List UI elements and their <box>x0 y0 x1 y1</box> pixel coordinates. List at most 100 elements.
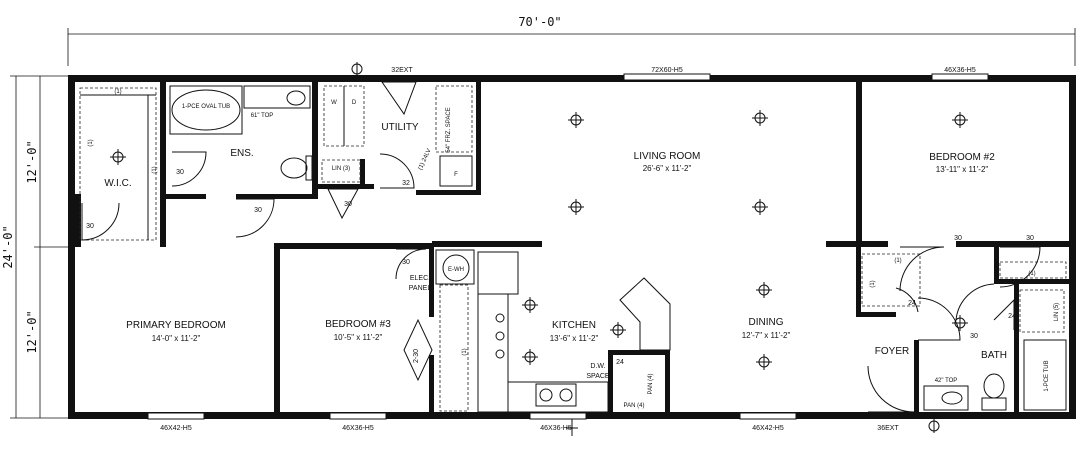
window-label-bottom-2: 46X36-H5 <box>342 425 374 432</box>
bedroom2-size: 13'-11" x 11'-2" <box>936 165 989 174</box>
kitchen-size: 13'-6" x 11'-2" <box>550 334 599 343</box>
window-label-bottom-3: 46X36-H5 <box>540 425 572 432</box>
window-label-bottom-1: 46X42-H5 <box>160 425 192 432</box>
light-icon <box>522 297 538 313</box>
shelf-label-wic-left: (1) <box>88 139 94 146</box>
door-label-closet-24: 24 <box>908 300 916 307</box>
exterior-door-bottom-label: 36EXT <box>877 425 899 432</box>
light-icon <box>952 112 968 128</box>
water-heater-label: E-WH <box>448 267 464 273</box>
light-icon <box>752 199 768 215</box>
oval-tub-label: 1-PCE OVAL TUB <box>182 104 230 110</box>
door-swings <box>81 81 1041 413</box>
closet-shelves: (1) (1) (1) (1) (1) (1) (1) LIN (5) LIN … <box>79 87 1067 412</box>
window-bottom-2 <box>329 412 387 420</box>
light-icon <box>610 322 626 338</box>
bath-fixtures: 1-PCE TUB 42" TOP <box>923 339 1067 411</box>
utility-label: UTILITY <box>381 122 419 133</box>
ceiling-lights <box>110 110 968 370</box>
light-icon <box>568 199 584 215</box>
windows: 72X60-H5 46X36-H5 46X42-H5 46X36-H5 46X3… <box>147 67 989 432</box>
hose-bib-icon <box>566 419 578 436</box>
living-room-size: 26'-6" x 11'-2" <box>643 164 692 173</box>
dining-name: DINING <box>749 317 784 328</box>
half-depth-bottom: 12'-0" <box>25 310 39 353</box>
dryer-label: D <box>352 100 357 106</box>
door-label-wic: 30 <box>86 223 94 230</box>
door-label-utility: 32 <box>402 180 410 187</box>
door-label-bed3: 30 <box>402 259 410 266</box>
window-bottom-4 <box>739 412 797 420</box>
door-label-lin-24: 24 <box>1008 313 1016 320</box>
light-icon <box>756 354 772 370</box>
furnace-label: F <box>454 172 458 178</box>
bath-vanity-top: 42" TOP <box>935 378 958 384</box>
shelf-label-bath-closet: (1) <box>1028 271 1035 277</box>
window-top-center <box>623 73 711 81</box>
shelf-label-bed2-closet: (1) <box>894 258 901 264</box>
light-icon <box>752 110 768 126</box>
door-label-bed2-closet: 30 <box>1026 235 1034 242</box>
light-icon <box>952 315 968 331</box>
door-label-lin: 30 <box>344 201 352 208</box>
dishwasher-line2: SPACE <box>586 373 610 380</box>
kitchen-cabinets: D.W. SPACE PAN (4) PAN (4) <box>477 251 671 413</box>
water-heater-area: E-WH ELEC. PANEL <box>409 249 475 292</box>
light-icon <box>756 282 772 298</box>
primary-bedroom-name: PRIMARY BEDROOM <box>126 320 226 331</box>
hose-bib-icon <box>928 419 940 433</box>
overall-dimensions: 70'-0" 24'-0" 12'-0" 12'-0" <box>1 15 1076 419</box>
closet-door-label: 2-30 <box>413 349 420 363</box>
elec-panel-line1: ELEC. <box>410 275 430 282</box>
door-label-bed2: 30 <box>954 235 962 242</box>
foyer-label: FOYER <box>875 346 909 357</box>
dining-size: 12'-7" x 11'-2" <box>742 331 791 340</box>
window-label-top-right: 46X36-H5 <box>944 67 976 74</box>
light-icon <box>110 149 126 165</box>
pantry-label-b: PAN (4) <box>624 403 645 409</box>
half-depth-top: 12'-0" <box>25 140 39 183</box>
washer-label: W <box>331 100 337 106</box>
door-labels: 32EXT 36EXT 30 30 30 30 32 30 2-30 30 30… <box>86 67 1034 432</box>
wic-label: W.I.C. <box>104 178 131 189</box>
pantry-label-a: PAN (4) <box>648 374 654 395</box>
overall-width: 70'-0" <box>518 15 561 29</box>
bedroom3-size: 10'-5" x 11'-2" <box>334 333 383 342</box>
elec-panel-line2: PANEL <box>409 285 432 292</box>
shelf-label-wic-top: (1) <box>114 89 121 95</box>
overall-depth: 24'-0" <box>1 225 15 268</box>
window-bottom-3 <box>529 412 587 420</box>
window-bottom-1 <box>147 412 205 420</box>
exterior-door-top-label: 32EXT <box>391 67 413 74</box>
utility-tag: (1) 24LV <box>418 148 433 171</box>
lin3-label: LIN (3) <box>332 166 350 172</box>
bedroom2-name: BEDROOM #2 <box>929 152 995 163</box>
dishwasher-line1: D.W. <box>590 363 605 370</box>
bathroom-fixtures: 1-PCE OVAL TUB 61" TOP ENS. <box>169 85 313 181</box>
exterior-markers <box>351 62 940 436</box>
light-icon <box>568 112 584 128</box>
freezer-space-label: 54" FRZ. SPACE <box>446 107 452 152</box>
window-label-top-center: 72X60-H5 <box>651 67 683 74</box>
shelf-label-bed2-closet-side: (1) <box>870 280 876 287</box>
door-label-primary: 30 <box>254 207 262 214</box>
door-label-bath: 30 <box>970 333 978 340</box>
door-label-ens: 30 <box>176 169 184 176</box>
hose-bib-icon <box>351 62 363 76</box>
shelf-label-closet3: (1) <box>462 348 468 355</box>
kitchen-name: KITCHEN <box>552 320 596 331</box>
shelf-label-wic-right: (1) <box>152 166 158 173</box>
door-label-pantry: 24 <box>616 359 624 366</box>
living-room-name: LIVING ROOM <box>634 151 701 162</box>
bath-label: BATH <box>981 350 1007 361</box>
interior-walls <box>75 82 1069 419</box>
ens-vanity-top: 61" TOP <box>251 113 274 119</box>
bedroom3-name: BEDROOM #3 <box>325 319 391 330</box>
bath-tub-label: 1-PCE TUB <box>1044 360 1050 391</box>
lin5-label: LIN (5) <box>1054 303 1060 321</box>
window-top-right <box>931 73 989 81</box>
primary-bedroom-size: 14'-0" x 11'-2" <box>152 334 201 343</box>
light-icon <box>522 349 538 365</box>
ens-label: ENS. <box>230 148 253 159</box>
